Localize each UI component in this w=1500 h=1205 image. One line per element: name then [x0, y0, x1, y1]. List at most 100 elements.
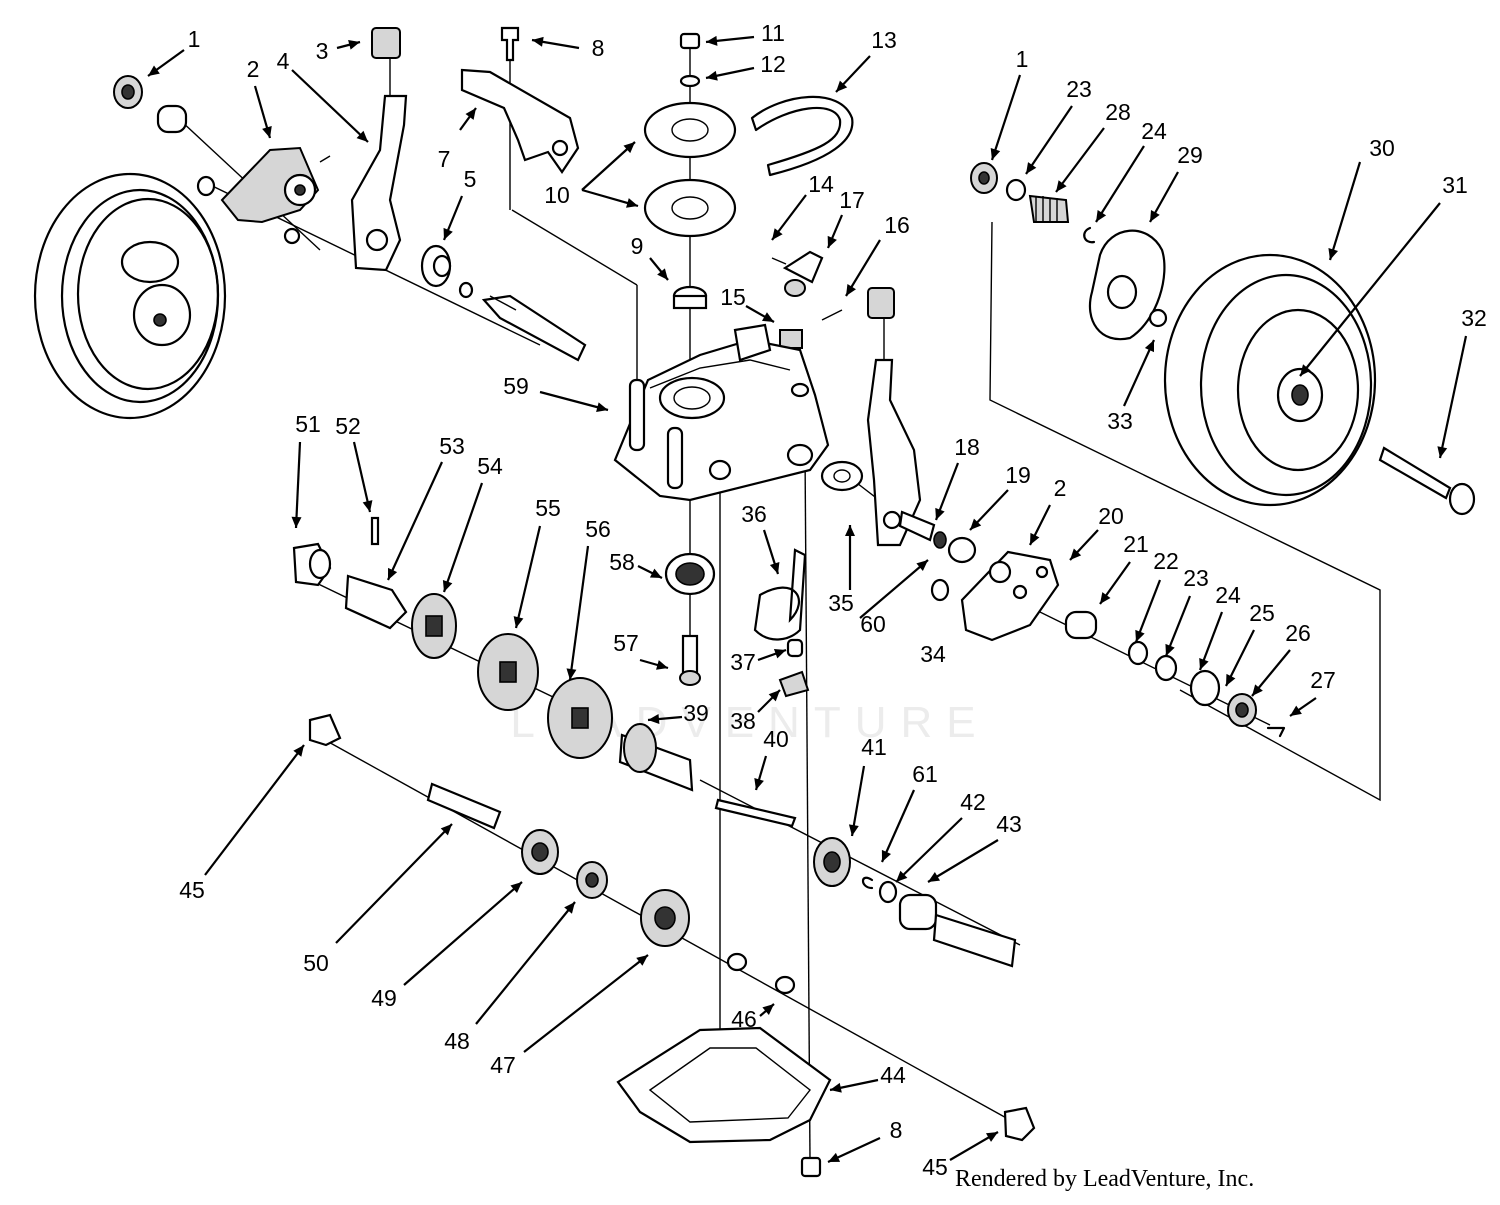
- callout-30: 30: [1369, 135, 1395, 161]
- callout-19: 19: [1005, 462, 1031, 488]
- leader-arrowhead: [440, 824, 452, 836]
- leader-line: [880, 789, 916, 863]
- leader-line: [990, 74, 1022, 161]
- lower-gear-shaft: [308, 713, 796, 995]
- pulley-assembly: [643, 32, 737, 310]
- wheel-group-frame: [989, 221, 1381, 802]
- callout-52: 52: [335, 413, 361, 439]
- drive-belt: [750, 95, 854, 177]
- render-credit: Rendered by LeadVenture, Inc.: [955, 1166, 1255, 1192]
- leader-arrowhead: [928, 872, 941, 882]
- leader-line: [568, 545, 590, 681]
- leader-line: [1134, 579, 1162, 643]
- leader-arrowhead: [362, 500, 373, 512]
- shift-arm-left: [350, 27, 408, 272]
- callout-50: 50: [303, 950, 329, 976]
- leader-line: [1328, 161, 1362, 261]
- leader-arrowhead: [532, 36, 544, 47]
- callout-57: 57: [613, 630, 639, 656]
- pinion-gear-left: [113, 75, 143, 109]
- shift-fork: [753, 548, 810, 698]
- wheel-bracket-left: [220, 146, 331, 245]
- leader-arrowhead: [828, 1152, 841, 1162]
- callout-42: 42: [960, 789, 986, 815]
- leader-arrowhead: [1226, 673, 1236, 686]
- leader-arrowhead: [772, 228, 783, 240]
- callout-8-bottom: 8: [890, 1117, 903, 1143]
- leader-line: [581, 141, 636, 191]
- leader-arrowhead: [990, 147, 1001, 160]
- callout-11: 11: [761, 20, 785, 46]
- idler-gear-shaft: [292, 516, 613, 759]
- leader-arrowhead: [388, 567, 398, 580]
- leader-line: [294, 441, 302, 529]
- leader-arrowhead: [513, 616, 524, 628]
- leader-arrowhead: [291, 516, 302, 528]
- callout-12: 12: [760, 51, 786, 77]
- leader-arrowhead: [1026, 162, 1037, 174]
- leader-line: [335, 823, 453, 944]
- leader-arrowhead: [348, 39, 360, 50]
- callout-58: 58: [609, 549, 635, 575]
- leader-arrowhead: [1030, 532, 1040, 545]
- leader-line: [1095, 145, 1145, 223]
- leader-arrowhead: [1300, 364, 1311, 376]
- leader-arrowhead: [706, 70, 718, 81]
- leader-arrowhead: [262, 126, 272, 138]
- callout-54: 54: [477, 453, 503, 479]
- leader-arrowhead: [761, 312, 774, 322]
- callout-37: 37: [730, 649, 756, 675]
- leader-arrowhead: [846, 284, 856, 296]
- leader-arrowhead: [768, 690, 780, 702]
- leader-line: [442, 482, 484, 593]
- cam-bracket-right: [1088, 229, 1168, 341]
- callout-21: 21: [1123, 531, 1149, 557]
- leader-arrowhead: [1096, 210, 1107, 222]
- callout-60: 60: [860, 611, 886, 637]
- callout-20: 20: [1098, 503, 1124, 529]
- callout-29: 29: [1177, 142, 1203, 168]
- leader-arrowhead: [1150, 209, 1160, 222]
- callout-5: 5: [464, 166, 477, 192]
- leader-arrowhead: [1328, 248, 1339, 260]
- callout-43: 43: [996, 811, 1022, 837]
- leader-line: [1025, 105, 1073, 175]
- callout-45-right: 45: [922, 1154, 948, 1180]
- leader-arrowhead: [148, 65, 160, 76]
- callout-1-left: 1: [188, 26, 201, 52]
- callout-8-top: 8: [592, 35, 605, 61]
- leader-arrowhead: [762, 1004, 774, 1015]
- callout-26: 26: [1285, 620, 1311, 646]
- leader-arrowhead: [564, 902, 575, 914]
- leader-arrowhead: [293, 745, 304, 757]
- callout-31: 31: [1442, 172, 1468, 198]
- leader-line: [895, 817, 963, 883]
- leader-arrowhead: [1070, 548, 1082, 560]
- leader-line: [291, 69, 369, 143]
- leader-arrowhead: [657, 268, 668, 280]
- output-bearing-set: [813, 837, 1017, 968]
- leader-arrowhead: [970, 518, 982, 530]
- callout-44: 44: [880, 1062, 906, 1088]
- callout-47: 47: [490, 1052, 516, 1078]
- leader-arrowhead: [754, 778, 764, 790]
- leader-arrowhead: [1199, 657, 1209, 670]
- callout-34: 34: [920, 641, 946, 667]
- leader-line: [204, 744, 305, 876]
- bearing-and-plug: [664, 552, 716, 686]
- callout-23-top: 23: [1066, 76, 1092, 102]
- leader-line: [523, 954, 649, 1053]
- leader-arrowhead: [649, 568, 662, 578]
- bottom-hardware: [800, 1106, 1036, 1178]
- leader-line: [859, 559, 929, 619]
- leader-arrowhead: [830, 1082, 842, 1093]
- callout-4: 4: [277, 48, 290, 74]
- leader-arrowhead: [827, 235, 837, 248]
- callout-32: 32: [1461, 305, 1487, 331]
- callout-labels: 1 2 3 4 5 7 8 9 10 11 12 13 14 15 16 17 …: [179, 20, 1487, 1180]
- callout-49: 49: [371, 985, 397, 1011]
- callout-16: 16: [884, 212, 910, 238]
- callout-1-right: 1: [1016, 46, 1029, 72]
- leader-arrowhead: [1144, 340, 1154, 353]
